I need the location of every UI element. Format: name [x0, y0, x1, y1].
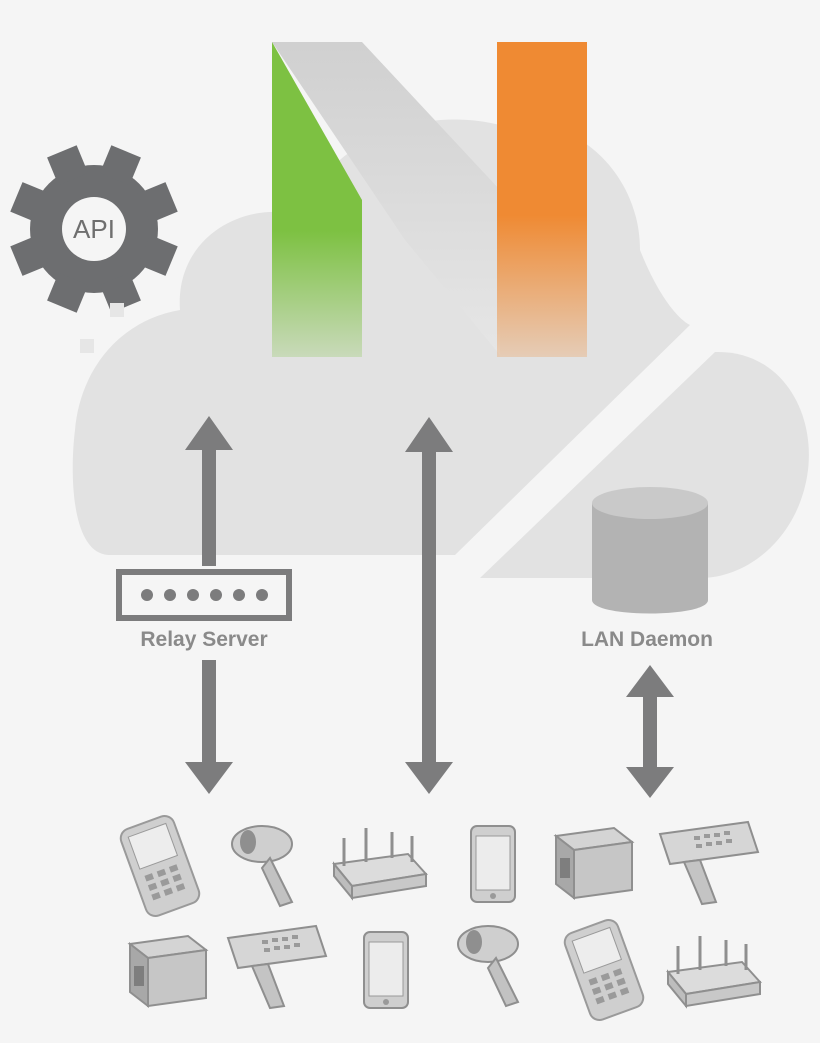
logo-diagonal [272, 42, 500, 355]
lan-link-arrow [626, 665, 674, 798]
handheld-terminal-icon [658, 820, 760, 906]
label-printer-icon [127, 934, 209, 1009]
smartphone-icon [470, 825, 516, 903]
mobile-computer-icon [119, 815, 201, 917]
mobile-computer-icon [563, 919, 645, 1021]
barcode-scanner-icon [231, 825, 294, 908]
relay-link-arrow [185, 416, 233, 794]
smartphone-icon [363, 931, 409, 1009]
devices-row-1 [119, 815, 760, 917]
handheld-terminal-icon [226, 924, 328, 1010]
relay-server-icon [116, 569, 292, 621]
relay-server-label: Relay Server [140, 628, 267, 651]
barcode-scanner-icon [457, 925, 520, 1008]
logo-right-bar [497, 42, 587, 357]
gear-icon: API [10, 145, 178, 313]
lan-daemon-label: LAN Daemon [581, 628, 713, 651]
label-printer-icon [553, 826, 635, 901]
direct-link-arrow [405, 417, 453, 794]
api-label: API [73, 214, 115, 244]
database-icon [592, 487, 708, 614]
n-logo-icon [272, 42, 587, 357]
devices-row-2 [127, 919, 762, 1021]
gear-fragment-icon [80, 303, 124, 353]
arrows [185, 416, 674, 798]
wireless-access-point-icon [666, 936, 762, 1009]
logo-left-bar [272, 42, 362, 357]
wireless-access-point-icon [332, 828, 428, 901]
